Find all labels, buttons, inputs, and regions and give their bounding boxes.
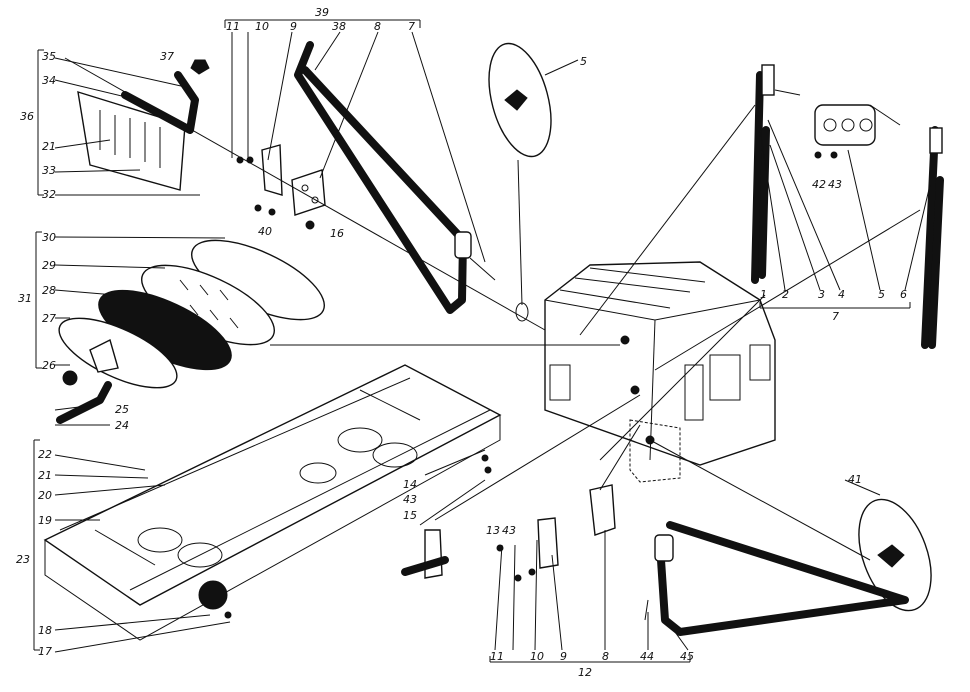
- cab-body: [544, 261, 776, 483]
- label-2: 2: [782, 288, 789, 301]
- label-43b: 43: [403, 493, 417, 506]
- wiper-assembly: [751, 64, 944, 349]
- cab-floor-frame: [43, 364, 502, 641]
- label-29: 29: [42, 259, 56, 272]
- label-10b: 10: [530, 650, 544, 663]
- label-7: 7: [408, 20, 415, 33]
- label-33: 33: [42, 164, 56, 177]
- mirror-arm-bottom: [644, 521, 909, 636]
- label-35: 35: [42, 50, 56, 63]
- label-19: 19: [38, 514, 52, 527]
- valve-fitting: [401, 454, 492, 579]
- label-4: 4: [838, 288, 845, 301]
- label-28: 28: [42, 284, 56, 297]
- label-21: 21: [42, 140, 56, 153]
- label-44: 44: [640, 650, 654, 663]
- label-8: 8: [374, 20, 381, 33]
- label-24: 24: [115, 419, 129, 432]
- label-13: 13: [486, 524, 500, 537]
- label-12: 12: [578, 666, 592, 679]
- leader-lines: [33, 19, 931, 663]
- label-34: 34: [42, 74, 56, 87]
- label-41: 41: [848, 473, 862, 486]
- brackets: [236, 144, 616, 582]
- label-39: 39: [315, 6, 329, 19]
- mirror-bottom: [858, 498, 932, 612]
- label-38: 38: [332, 20, 346, 33]
- mirror-arm-top: [294, 41, 496, 314]
- label-18: 18: [38, 624, 52, 637]
- label-17: 17: [38, 645, 52, 658]
- label-9: 9: [290, 20, 297, 33]
- label-15: 15: [403, 509, 417, 522]
- label-5b: 5: [878, 288, 885, 301]
- label-23: 23: [16, 553, 30, 566]
- label-45: 45: [680, 650, 694, 663]
- callout-labels: 39 11 10 9 38 8 7 5 37 35 34 36 21 33 32…: [16, 6, 907, 679]
- label-8b: 8: [602, 650, 609, 663]
- label-43: 43: [828, 178, 842, 191]
- label-7b: 7: [832, 310, 839, 323]
- label-40: 40: [258, 225, 272, 238]
- label-22: 22: [38, 448, 52, 461]
- window-seals: [56, 239, 326, 424]
- label-1: 1: [760, 288, 767, 301]
- label-32: 32: [42, 188, 56, 201]
- label-11: 11: [226, 20, 240, 33]
- label-26: 26: [42, 359, 56, 372]
- mirror-top: [488, 42, 552, 322]
- label-16: 16: [330, 227, 344, 240]
- label-42: 42: [812, 178, 826, 191]
- label-10: 10: [255, 20, 269, 33]
- label-25: 25: [115, 403, 129, 416]
- label-27: 27: [42, 312, 56, 325]
- label-5: 5: [580, 55, 587, 68]
- label-36: 36: [20, 110, 34, 123]
- label-6: 6: [900, 288, 907, 301]
- label-43c: 43: [502, 524, 516, 537]
- label-20: 20: [38, 489, 52, 502]
- label-30: 30: [42, 231, 56, 244]
- label-31: 31: [18, 292, 32, 305]
- label-21b: 21: [38, 469, 52, 482]
- label-37: 37: [160, 50, 174, 63]
- label-3: 3: [818, 288, 825, 301]
- label-11b: 11: [490, 650, 504, 663]
- label-9b: 9: [560, 650, 567, 663]
- label-14: 14: [403, 478, 417, 491]
